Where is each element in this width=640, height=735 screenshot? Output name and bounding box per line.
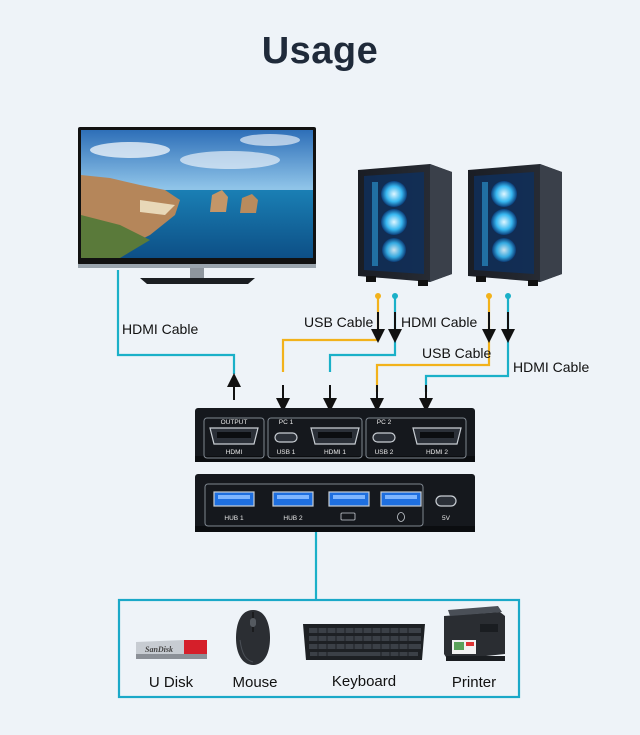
port-label-usb1: USB 1	[277, 449, 296, 456]
cable-label-hdmi-tv: HDMI Cable	[122, 321, 199, 337]
pc-2-tower	[468, 164, 562, 286]
port-label-pc1: PC 1	[279, 419, 294, 426]
port-label-hdmi2: HDMI 2	[426, 449, 448, 456]
page-title: Usage	[261, 30, 379, 72]
device-label-keyboard: Keyboard	[331, 673, 397, 690]
usb-port-mouse	[380, 491, 422, 522]
mouse-image	[236, 610, 270, 665]
keyboard-image	[303, 624, 425, 660]
usb-port-hub1	[213, 491, 255, 507]
port-label-hub1: HUB 1	[224, 515, 244, 522]
hdmi-cable-pc1	[328, 296, 397, 372]
keyboard-icon	[340, 512, 356, 521]
port-label-output-hdmi: HDMI	[226, 449, 243, 456]
kvm-switch-front-panel: 5V HUB 1 HUB 2	[195, 474, 475, 532]
mouse-icon	[397, 512, 405, 522]
port-label-dc: 5V	[442, 515, 451, 522]
device-label-printer: Printer	[451, 674, 497, 691]
printer-image	[444, 606, 505, 661]
tv-monitor	[78, 127, 316, 284]
usb-port-hub2	[272, 491, 314, 507]
device-label-udisk: U Disk	[148, 674, 194, 691]
port-label-hdmi1: HDMI 1	[324, 449, 346, 456]
port-label-output: OUTPUT	[221, 419, 248, 426]
arrows	[227, 312, 515, 412]
cable-label-hdmi-pc1: HDMI Cable	[401, 314, 478, 330]
cable-label-hdmi-pc2: HDMI Cable	[513, 359, 590, 375]
cable-label-usb-pc2: USB Cable	[422, 345, 492, 361]
dc-port	[435, 495, 457, 507]
hdmi-cable-pc2	[424, 296, 510, 392]
port-label-pc2: PC 2	[377, 419, 392, 426]
device-label-mouse: Mouse	[232, 674, 278, 691]
usb-port-keyboard	[328, 491, 370, 521]
pc-connectors	[375, 293, 511, 299]
kvm-switch-back-panel: OUTPUT HDMI PC 1 USB 1 HDMI 1 PC 2 USB 2…	[195, 408, 475, 462]
pc-1-tower	[358, 164, 452, 286]
cable-label-usb-pc1: USB Cable	[304, 314, 374, 330]
port-label-hub2: HUB 2	[283, 515, 303, 522]
udisk-image: SanDisk	[136, 640, 207, 659]
udisk-brand: SanDisk	[145, 645, 173, 654]
devices-box	[117, 598, 521, 699]
usb-cable-pc2	[375, 296, 491, 392]
port-label-usb2: USB 2	[375, 449, 394, 456]
hdmi-cable-tv	[116, 270, 236, 374]
